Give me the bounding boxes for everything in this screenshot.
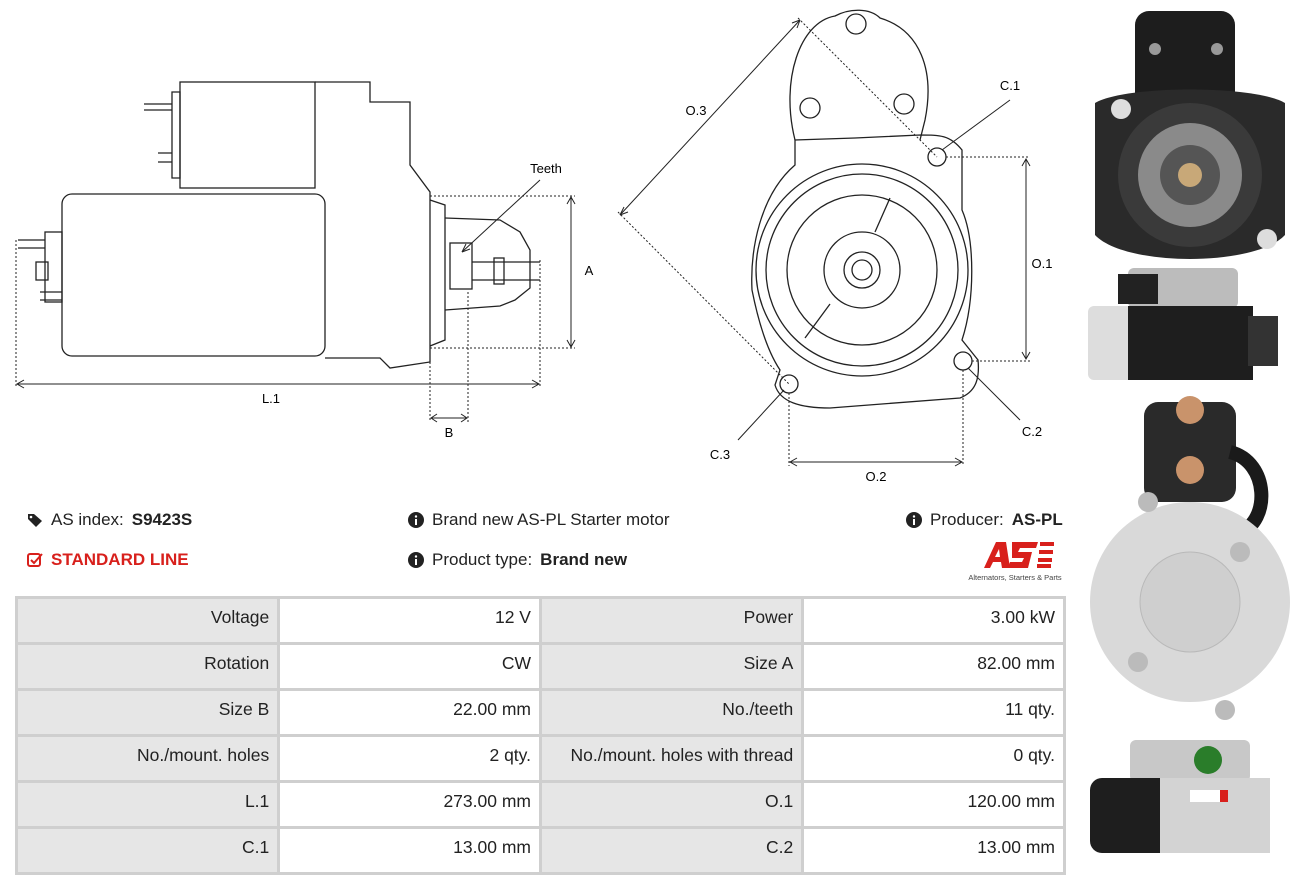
description-text: Brand new AS-PL Starter motor <box>432 510 670 529</box>
as-index-value: S9423S <box>131 510 193 529</box>
info-icon <box>408 552 424 568</box>
producer-row: Producer: AS-PL <box>906 510 1063 530</box>
spec-label: C.2 <box>541 829 802 872</box>
spec-value: 3.00 kW <box>804 599 1063 642</box>
label-teeth: Teeth <box>530 161 562 176</box>
product-type-label: Product type: <box>432 550 533 569</box>
label-a: A <box>585 263 594 278</box>
product-type-row: Product type: Brand new <box>408 550 627 570</box>
spec-label: No./mount. holes <box>18 737 278 780</box>
product-photo-side-2 <box>1090 740 1270 853</box>
as-index-row: AS index: S9423S <box>27 510 192 530</box>
spec-value: 273.00 mm <box>280 783 539 826</box>
spec-label: C.1 <box>18 829 278 872</box>
spec-label: Size B <box>18 691 278 734</box>
tags-icon <box>28 514 42 527</box>
spec-label: Voltage <box>18 599 278 642</box>
spec-value: 82.00 mm <box>804 645 1063 688</box>
front-view-dimensions <box>617 17 1031 467</box>
label-b: B <box>445 425 454 440</box>
spec-value: 11 qty. <box>804 691 1063 734</box>
label-o2: O.2 <box>866 469 887 484</box>
product-photo-side-1 <box>1088 268 1278 380</box>
label-o1: O.1 <box>1032 256 1053 271</box>
spec-label: O.1 <box>541 783 802 826</box>
spec-value: 22.00 mm <box>280 691 539 734</box>
product-photo-rear <box>1090 396 1290 720</box>
spec-value: 13.00 mm <box>280 829 539 872</box>
spec-value: CW <box>280 645 539 688</box>
technical-drawing: Teeth A B L.1 O.3 C.1 <box>15 9 1053 484</box>
spec-label: No./mount. holes with thread <box>541 737 802 780</box>
spec-label: Power <box>541 599 802 642</box>
as-pl-logo-mark <box>984 542 1054 568</box>
as-index-label: AS index: <box>51 510 124 529</box>
logo-tagline: Alternators, Starters & Parts <box>968 573 1062 582</box>
spec-value: 13.00 mm <box>804 829 1063 872</box>
as-pl-logo: Alternators, Starters & Parts <box>968 542 1062 582</box>
producer-label: Producer: <box>930 510 1004 529</box>
standard-line-row: STANDARD LINE <box>27 550 189 570</box>
spec-value: 120.00 mm <box>804 783 1063 826</box>
spec-value: 0 qty. <box>804 737 1063 780</box>
description-row: Brand new AS-PL Starter motor <box>408 510 669 530</box>
front-view-drawing <box>751 9 980 409</box>
label-c1: C.1 <box>1000 78 1020 93</box>
spec-value: 12 V <box>280 599 539 642</box>
info-icon <box>906 512 922 528</box>
label-l1: L.1 <box>262 391 280 406</box>
spec-label: L.1 <box>18 783 278 826</box>
spec-label: Size A <box>541 645 802 688</box>
check-square-icon <box>27 553 43 567</box>
side-view-dimensions <box>15 179 576 423</box>
product-photo-front <box>1095 11 1285 259</box>
producer-value: AS-PL <box>1011 510 1063 529</box>
product-type-value: Brand new <box>540 550 628 569</box>
standard-line-text: STANDARD LINE <box>51 550 189 569</box>
label-c3: C.3 <box>710 447 730 462</box>
spec-value: 2 qty. <box>280 737 539 780</box>
spec-label: Rotation <box>18 645 278 688</box>
label-o3: O.3 <box>686 103 707 118</box>
label-c2: C.2 <box>1022 424 1042 439</box>
spec-label: No./teeth <box>541 691 802 734</box>
side-view-drawing <box>18 81 540 369</box>
info-icon <box>408 512 424 528</box>
